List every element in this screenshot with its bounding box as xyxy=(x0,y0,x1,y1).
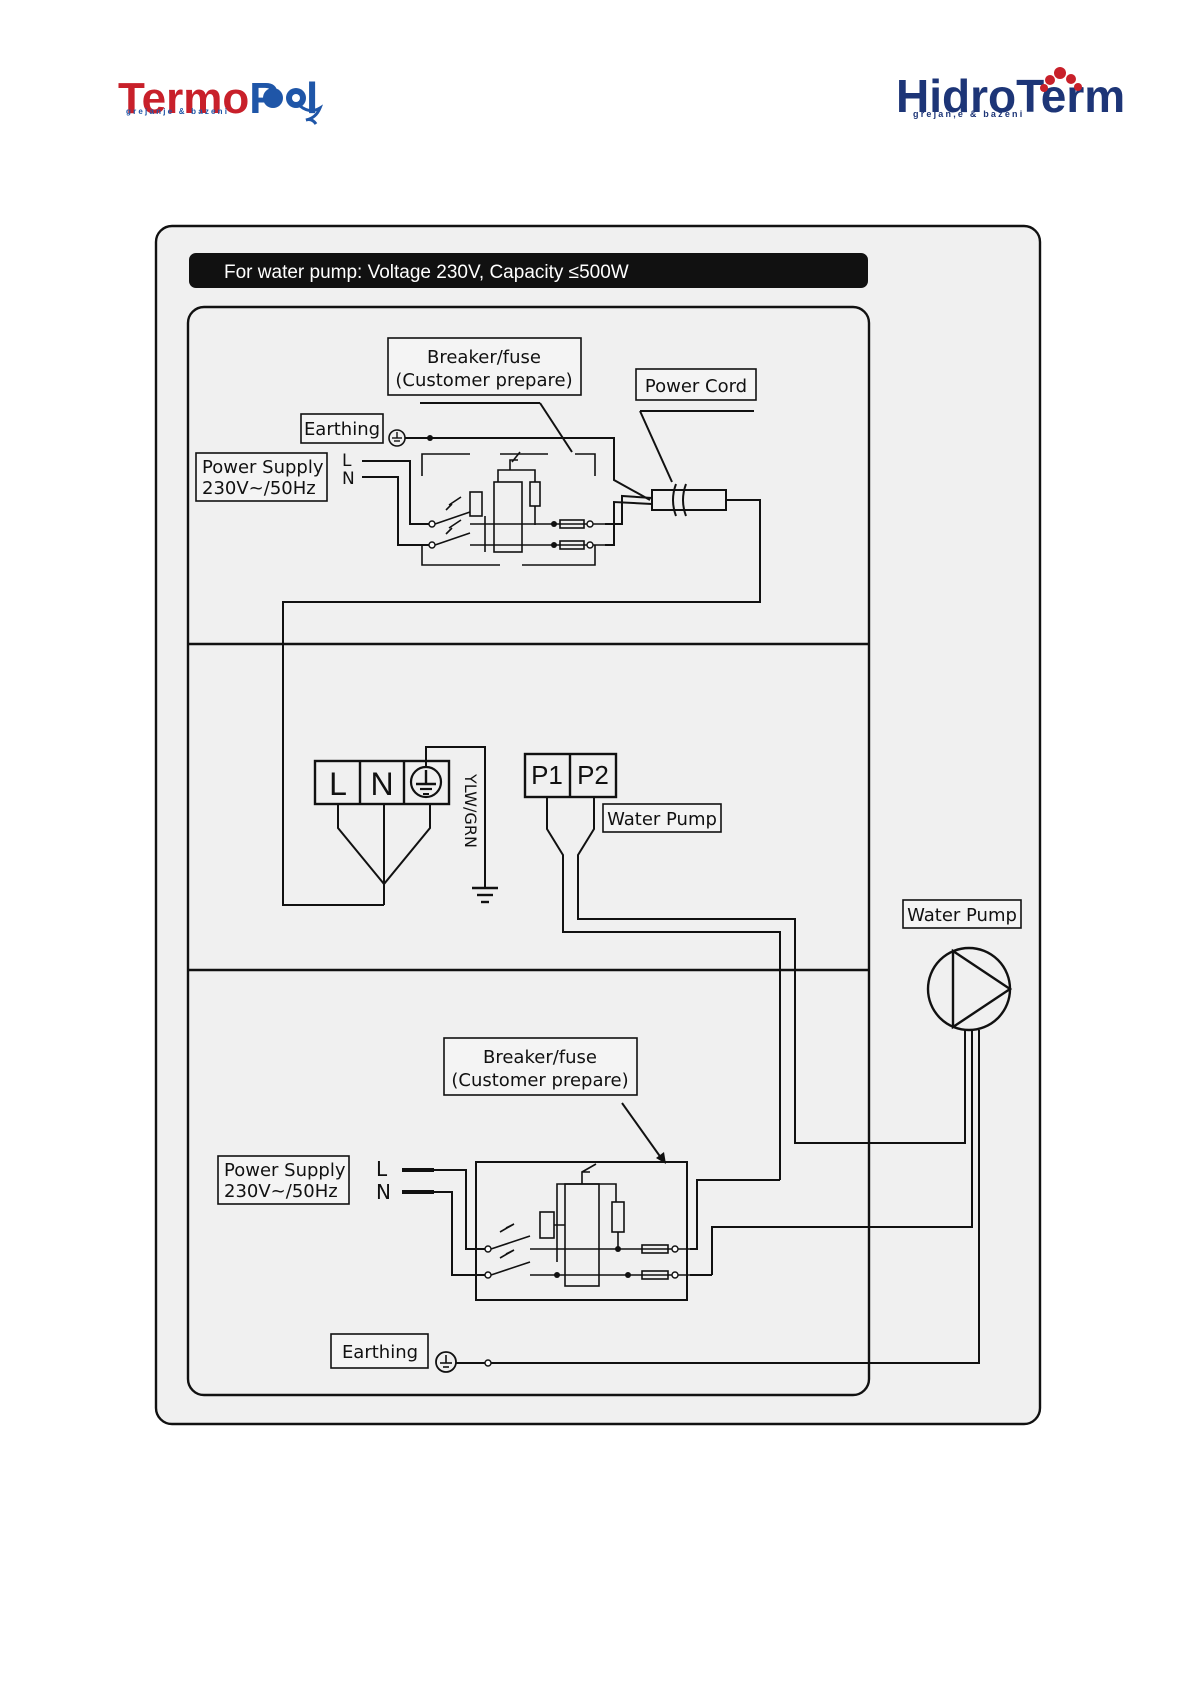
bottom-n-label: N xyxy=(376,1180,391,1204)
bottom-earthing-label: Earthing xyxy=(331,1334,428,1368)
header-bar: For water pump: Voltage 230V, Capacity ≤… xyxy=(189,253,868,288)
water-pump-symbol-icon xyxy=(928,948,1010,1030)
bottom-breaker-line2: (Customer prepare) xyxy=(451,1070,628,1091)
terminal-p1-label: P1 xyxy=(531,760,563,790)
termopool-logo: TermoP l grejanje & bazeni xyxy=(118,74,320,124)
terminal-block-p1p2: P1 P2 xyxy=(525,754,616,797)
top-supply-line2: 230V~/50Hz xyxy=(202,478,316,499)
bottom-l-label: L xyxy=(376,1157,388,1181)
hidroterm-tagline: grejan,e & bazeni xyxy=(913,109,1024,119)
terminal-p2-label: P2 xyxy=(577,760,609,790)
top-breaker-label: Breaker/fuse (Customer prepare) xyxy=(388,338,581,395)
top-supply-line1: Power Supply xyxy=(202,457,324,478)
top-breaker-line2: (Customer prepare) xyxy=(395,370,572,391)
bottom-supply-line1: Power Supply xyxy=(224,1160,346,1181)
middle-water-pump-label: Water Pump xyxy=(603,804,721,832)
middle-water-pump-text: Water Pump xyxy=(607,809,717,830)
bottom-power-supply-label: Power Supply 230V~/50Hz xyxy=(218,1156,349,1204)
terminal-l-label: L xyxy=(329,766,347,802)
top-n-label: N xyxy=(342,469,355,489)
top-breaker-line1: Breaker/fuse xyxy=(427,347,541,368)
bottom-breaker-line1: Breaker/fuse xyxy=(483,1047,597,1068)
top-earthing-text: Earthing xyxy=(304,419,380,440)
header-title: For water pump: Voltage 230V, Capacity ≤… xyxy=(224,262,629,283)
top-power-supply-label: Power Supply 230V~/50Hz xyxy=(196,453,327,501)
power-cord-label: Power Cord xyxy=(636,369,756,400)
bottom-earthing-text: Earthing xyxy=(342,1342,418,1363)
ylw-grn-label: YLW/GRN xyxy=(461,773,480,848)
bottom-supply-line2: 230V~/50Hz xyxy=(224,1181,338,1202)
terminal-n-label: N xyxy=(370,766,393,802)
power-cord-text: Power Cord xyxy=(645,376,747,397)
right-water-pump-text: Water Pump xyxy=(907,905,1017,926)
hidroterm-logo: HidroTerm grejan,e & bazeni xyxy=(896,67,1125,122)
termopool-o1-icon xyxy=(263,88,283,108)
top-earthing-label: Earthing xyxy=(301,414,383,443)
bottom-breaker-label: Breaker/fuse (Customer prepare) xyxy=(444,1038,637,1095)
termopool-tagline: grejanje & bazeni xyxy=(126,107,229,116)
top-l-label: L xyxy=(342,451,352,471)
right-water-pump-label: Water Pump xyxy=(903,900,1021,928)
